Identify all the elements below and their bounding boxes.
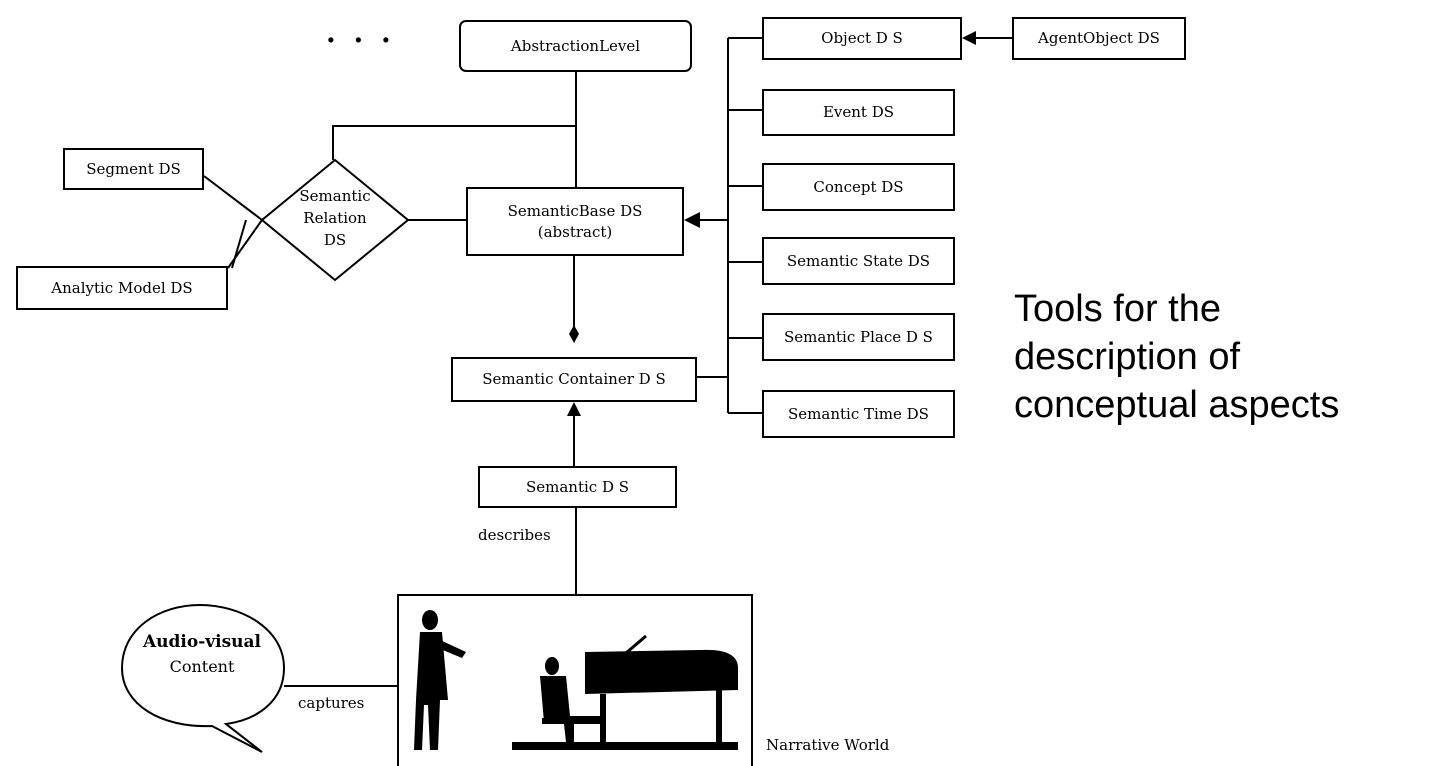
describes-label: describes xyxy=(478,526,551,544)
analytic-link xyxy=(231,219,247,269)
segment-relation-link xyxy=(203,175,263,221)
caption-line1: Tools for the xyxy=(1014,288,1221,330)
caption-text: Tools for the description of conceptual … xyxy=(1014,286,1434,430)
semantic-relation-label: Semantic Relation DS xyxy=(262,186,408,251)
semantic-time-ds-box: Semantic Time DS xyxy=(762,390,955,438)
inheritance-arrow-base xyxy=(684,212,700,228)
semantic-relation-line1: Semantic xyxy=(299,187,371,205)
audio-visual-content-label: Audio-visual Content xyxy=(122,630,282,678)
object-ds-box: Object D S xyxy=(762,17,962,60)
semantic-relation-line2: Relation xyxy=(303,208,367,227)
piano-silhouette xyxy=(540,634,738,742)
semantic-relation-diamond xyxy=(260,158,410,282)
narrative-world-label: Narrative World xyxy=(766,736,890,754)
inheritance-arrow-object xyxy=(962,31,976,45)
semantic-container-ds-box: Semantic Container D S xyxy=(451,357,697,402)
caption-line2: description of xyxy=(1014,335,1241,378)
caption-line3: conceptual aspects xyxy=(1014,383,1340,426)
semantic-base-ds-title: SemanticBase DS xyxy=(507,202,643,221)
abstraction-level-box: AbstractionLevel xyxy=(459,20,692,72)
inheritance-arrow-container xyxy=(567,402,581,416)
semantic-place-ds-box: Semantic Place D S xyxy=(762,313,955,361)
aggregation-diamond xyxy=(569,325,579,343)
semantic-base-ds-subtitle: (abstract) xyxy=(537,222,613,241)
agent-object-ds-box: AgentObject DS xyxy=(1012,17,1186,60)
analytic-model-ds-box: Analytic Model DS xyxy=(16,266,228,310)
audio-visual-bubble xyxy=(120,603,286,753)
concept-ds-box: Concept DS xyxy=(762,163,955,211)
audio-visual-line1: Audio-visual xyxy=(142,632,262,652)
stage-floor xyxy=(512,742,738,750)
conductor-silhouette xyxy=(414,610,466,750)
semantic-base-ds-box: SemanticBase DS (abstract) xyxy=(466,187,684,256)
semantic-state-ds-box: Semantic State DS xyxy=(762,237,955,285)
event-ds-box: Event DS xyxy=(762,89,955,136)
relation-top-link xyxy=(332,125,576,160)
narrative-world-picture xyxy=(397,594,753,766)
semantic-relation-line3: DS xyxy=(323,230,347,249)
semantic-ds-box: Semantic D S xyxy=(478,466,677,508)
captures-label: captures xyxy=(298,694,365,712)
segment-ds-box: Segment DS xyxy=(63,148,204,190)
more-ellipsis: . . . xyxy=(326,16,395,49)
audio-visual-line2: Content xyxy=(169,656,235,676)
